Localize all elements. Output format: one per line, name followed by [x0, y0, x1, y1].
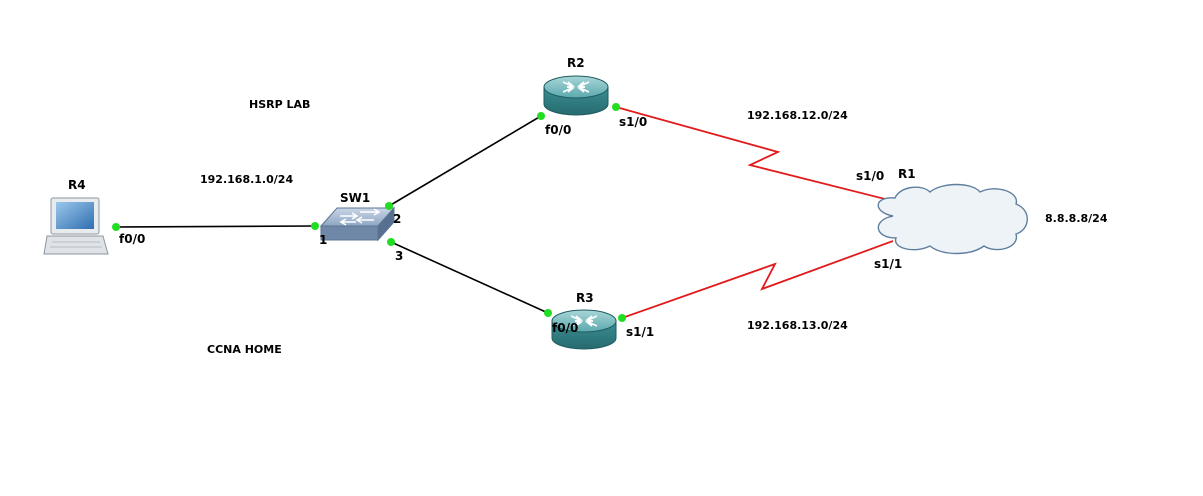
port-status-sw1-1: [311, 222, 319, 230]
link-sw1-r2[interactable]: [388, 115, 542, 207]
network-label-r3-r1: 192.168.13.0/24: [747, 319, 848, 332]
router-icon-r2[interactable]: [543, 75, 609, 116]
link-sw1-r3[interactable]: [390, 241, 549, 314]
interface-label-r1-s10: s1/0: [856, 169, 884, 183]
interface-label-sw1-2: 2: [393, 212, 401, 226]
switch-icon[interactable]: [319, 206, 396, 242]
cloud-icon[interactable]: [877, 183, 1028, 255]
device-label-sw1: SW1: [340, 191, 370, 205]
serial-link-r3-r1[interactable]: [621, 240, 894, 319]
network-label-r2-r1: 192.168.12.0/24: [747, 109, 848, 122]
serial-link-r2-r1[interactable]: [615, 106, 894, 202]
port-status-r2-f00: [537, 112, 545, 120]
interface-label-sw1-1: 1: [319, 233, 327, 247]
device-label-r1: R1: [898, 167, 916, 181]
interface-label-r3-f00: f0/0: [552, 321, 578, 335]
diagram-title: HSRP LAB: [249, 98, 310, 111]
interface-label-r2-f00: f0/0: [545, 123, 571, 137]
interface-label-r3-s11: s1/1: [626, 325, 654, 339]
port-status-r3-s11: [618, 314, 626, 322]
footer-note: CCNA HOME: [207, 343, 282, 356]
interface-label-sw1-3: 3: [395, 249, 403, 263]
interface-label-r2-s10: s1/0: [619, 115, 647, 129]
port-status-r4-f00: [112, 223, 120, 231]
port-status-r3-f00: [544, 309, 552, 317]
port-status-sw1-3: [387, 238, 395, 246]
interface-label-r1-s11: s1/1: [874, 257, 902, 271]
link-r4-sw1[interactable]: [115, 225, 316, 228]
router-icon-r3[interactable]: [551, 309, 617, 350]
device-label-r2: R2: [567, 56, 585, 70]
port-status-sw1-2: [385, 202, 393, 210]
network-label-r1-loopback: 8.8.8.8/24: [1045, 212, 1108, 225]
port-status-r2-s10: [612, 103, 620, 111]
interface-label-r4-f00: f0/0: [119, 232, 145, 246]
network-label-lan: 192.168.1.0/24: [200, 173, 293, 186]
device-label-r4: R4: [68, 178, 86, 192]
device-label-r3: R3: [576, 291, 594, 305]
laptop-icon[interactable]: [43, 197, 109, 255]
